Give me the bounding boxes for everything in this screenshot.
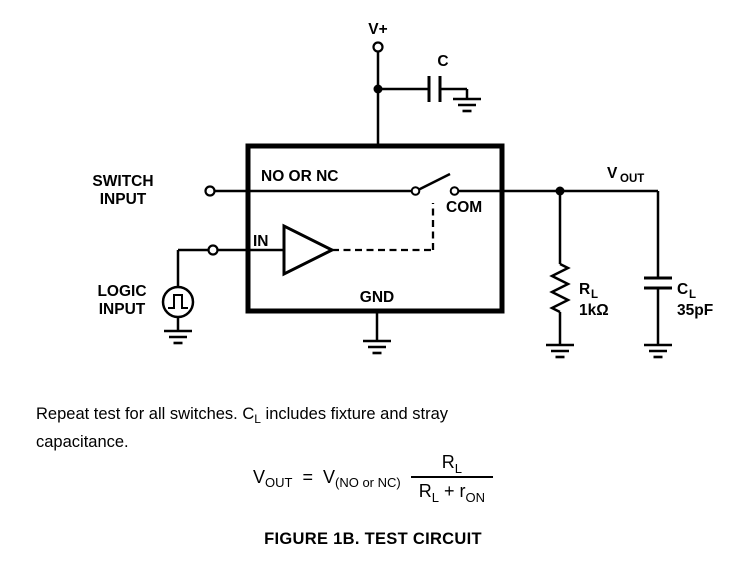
note-line1-before: Repeat test for all switches. C <box>36 405 255 423</box>
note-line-1: Repeat test for all switches. CL include… <box>36 403 448 431</box>
ground-symbol <box>164 329 192 345</box>
figure-caption: FIGURE 1B. TEST CIRCUIT <box>264 530 482 548</box>
formula-numerator-main: R <box>441 452 455 472</box>
formula-numerator-sub: L <box>454 461 462 476</box>
switch-input-terminal <box>204 185 216 197</box>
driver-buffer <box>282 223 336 277</box>
formula-fraction: RL RL+rON <box>410 452 493 505</box>
formula-rhs-main: V <box>323 466 336 487</box>
formula-numerator: RL <box>434 452 470 476</box>
rl-value-label: 1kΩ <box>579 302 609 319</box>
formula-rhs-sub: (NO or NC) <box>335 474 401 490</box>
test-circuit-schematic: V+ C SWITCH INPUT NO OR NC <box>92 21 713 359</box>
pulse-generator-circle <box>161 285 195 319</box>
rl-label-sub: L <box>591 289 598 301</box>
load-capacitor <box>644 276 672 290</box>
ground-symbol <box>363 339 391 355</box>
pulse-generator <box>161 285 195 319</box>
ic-pin-com-label: COM <box>446 199 482 216</box>
vout-label-sub: OUT <box>620 173 644 185</box>
ic-pin-in-label: IN <box>253 233 269 250</box>
rl-label-main: R <box>579 281 590 298</box>
load-resistor <box>549 262 571 314</box>
spst-switch <box>410 172 460 196</box>
ground-symbol <box>546 343 574 359</box>
v-plus-terminal <box>372 41 384 53</box>
cl-label-main: C <box>677 281 688 298</box>
cl-label-sub: L <box>689 289 696 301</box>
cl-value-label: 35pF <box>677 302 713 319</box>
formula-den-ron-main: r <box>459 481 466 501</box>
ground-symbol <box>644 343 672 359</box>
ic-pin-gnd-label: GND <box>360 289 394 306</box>
switch-pole-contact <box>410 186 421 196</box>
bypass-cap-label: C <box>437 53 448 70</box>
formula-lhs-main: V <box>253 466 266 487</box>
formula-lhs-sub: OUT <box>265 474 293 490</box>
switch-input-label-line2: INPUT <box>100 191 147 208</box>
switch-lever <box>418 172 451 191</box>
switch-input-label-line1: SWITCH <box>92 173 153 190</box>
formula-den-r-main: R <box>418 481 432 501</box>
ground-symbol <box>453 97 481 113</box>
note-text: Repeat test for all switches. CL include… <box>36 403 448 454</box>
ic-outline <box>245 143 505 314</box>
note-line-2: capacitance. <box>36 433 129 451</box>
formula-den-ron-sub: ON <box>465 490 485 505</box>
pulse-waveform-icon <box>168 294 188 309</box>
v-plus-label: V+ <box>368 21 387 38</box>
formula-denominator: RL +rON <box>410 476 493 505</box>
ic-pin-no-or-nc-label: NO OR NC <box>261 168 339 185</box>
bypass-capacitor <box>427 76 442 102</box>
note-line1-sub: L <box>254 412 261 426</box>
note-line1-after: includes fixture and stray <box>260 405 449 423</box>
formula-equals: = <box>302 466 313 487</box>
vout-label-main: V <box>607 165 618 182</box>
logic-input-terminal <box>207 244 219 256</box>
formula-den-plus: + <box>443 481 455 501</box>
switch-throw-contact <box>449 186 460 196</box>
logic-input-label-line1: LOGIC <box>97 283 146 300</box>
logic-input-label-line2: INPUT <box>99 301 146 318</box>
formula-den-r-sub: L <box>431 490 439 505</box>
